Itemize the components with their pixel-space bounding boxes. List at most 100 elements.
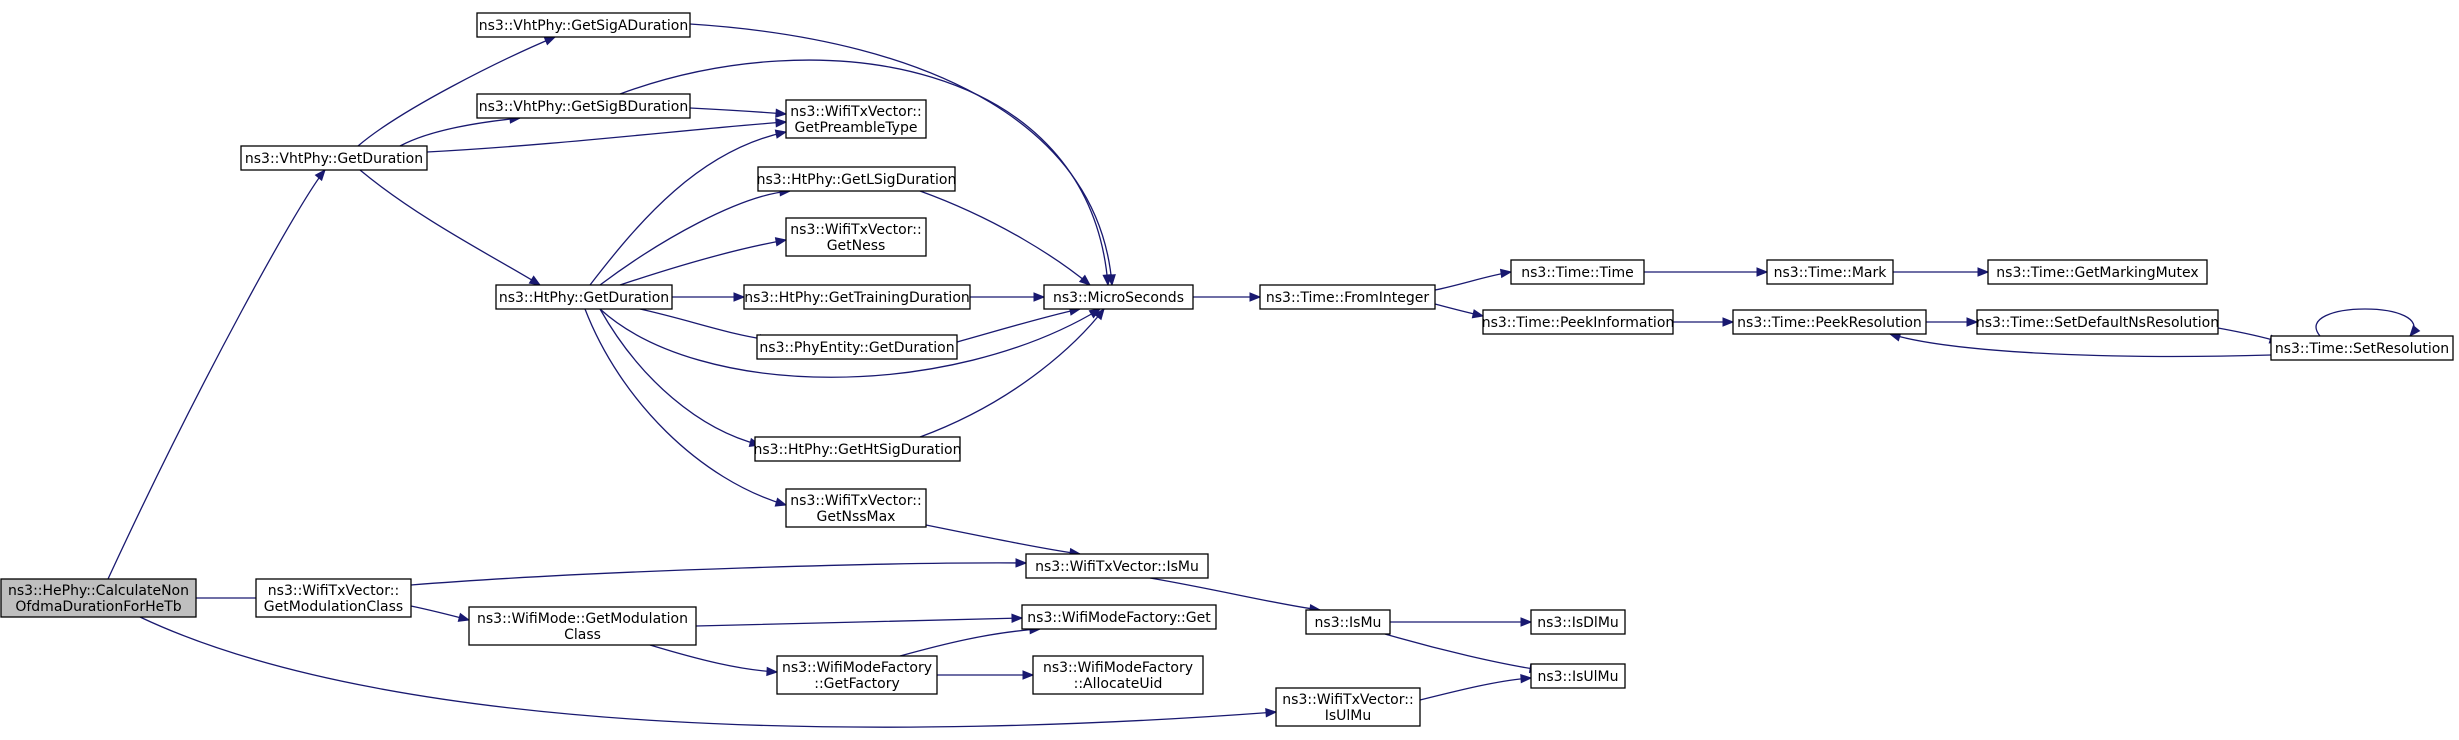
node-getModClass[interactable]: ns3::WifiTxVector::GetModulationClass xyxy=(255,578,412,618)
node-box[interactable] xyxy=(1032,655,1204,695)
node-time[interactable]: ns3::Time::Time xyxy=(1510,259,1645,285)
node-box[interactable] xyxy=(757,166,956,192)
node-isMuVec[interactable]: ns3::WifiTxVector::IsMu xyxy=(1025,553,1209,579)
node-label: ns3::Time::Mark xyxy=(1774,265,1888,281)
edge-lsig-to-micro xyxy=(919,190,1092,286)
node-fromInt[interactable]: ns3::Time::FromInteger xyxy=(1259,284,1436,310)
node-box[interactable] xyxy=(776,655,938,695)
node-micro[interactable]: ns3::MicroSeconds xyxy=(1043,284,1194,310)
node-box[interactable] xyxy=(785,217,927,257)
edge-line xyxy=(599,190,791,286)
node-box[interactable] xyxy=(1530,609,1626,635)
arrow-head-icon xyxy=(1033,292,1046,302)
edge-line xyxy=(357,36,556,147)
arrow-head-icon xyxy=(1756,267,1769,277)
node-label: ns3::WifiTxVector:: xyxy=(790,222,921,238)
edge-setRes-to-peekRes xyxy=(1888,332,2272,358)
node-label: ns3::WifiMode::GetModulation xyxy=(477,611,688,627)
node-preamble[interactable]: ns3::WifiTxVector::GetPreambleType xyxy=(785,99,927,139)
node-markMutex[interactable]: ns3::Time::GetMarkingMutex xyxy=(1987,259,2208,285)
node-box[interactable] xyxy=(476,93,691,119)
node-htGetDuration[interactable]: ns3::HtPhy::GetDuration xyxy=(495,284,673,310)
arrow-head-icon xyxy=(2409,324,2421,338)
node-calc[interactable]: ns3::HePhy::CalculateNonOfdmaDurationFor… xyxy=(0,578,197,618)
node-peekInfo[interactable]: ns3::Time::PeekInformation xyxy=(1482,309,1675,335)
node-label: ns3::IsMu xyxy=(1315,615,1382,631)
node-box[interactable] xyxy=(0,578,197,618)
node-getFactory[interactable]: ns3::WifiModeFactory::GetFactory xyxy=(776,655,938,695)
node-label: ns3::WifiModeFactory::Get xyxy=(1027,610,1211,626)
node-box[interactable] xyxy=(255,578,412,618)
node-box[interactable] xyxy=(1025,553,1209,579)
edge-fromInt-to-time xyxy=(1434,268,1513,291)
arrow-head-icon xyxy=(1499,268,1513,279)
node-box[interactable] xyxy=(1987,259,2208,285)
node-label: Class xyxy=(564,627,601,643)
node-box[interactable] xyxy=(1021,604,1217,630)
arrow-head-icon xyxy=(1722,317,1735,327)
node-ness[interactable]: ns3::WifiTxVector::GetNess xyxy=(785,217,927,257)
node-vhtGetDuration[interactable]: ns3::VhtPhy::GetDuration xyxy=(240,145,428,171)
node-box[interactable] xyxy=(754,436,961,462)
node-label: ns3::MicroSeconds xyxy=(1053,290,1184,306)
node-sigB[interactable]: ns3::VhtPhy::GetSigBDuration xyxy=(476,93,691,119)
node-box[interactable] xyxy=(2270,335,2454,361)
node-box[interactable] xyxy=(756,334,958,360)
node-training[interactable]: ns3::HtPhy::GetTrainingDuration xyxy=(743,284,971,310)
node-label: ns3::Time::PeekResolution xyxy=(1737,315,1922,331)
node-box[interactable] xyxy=(495,284,673,310)
call-graph-nodes: ns3::HePhy::CalculateNonOfdmaDurationFor… xyxy=(0,12,2454,727)
node-label: ns3::WifiModeFactory xyxy=(1043,660,1193,676)
node-box[interactable] xyxy=(743,284,971,310)
edge-training-to-micro xyxy=(970,292,1046,302)
node-setRes[interactable]: ns3::Time::SetResolution xyxy=(2270,335,2454,361)
node-peekRes[interactable]: ns3::Time::PeekResolution xyxy=(1732,309,1927,335)
edge-htGetDuration-to-ness xyxy=(619,237,788,286)
edge-line xyxy=(689,107,787,115)
node-isDlMu[interactable]: ns3::IsDlMu xyxy=(1530,609,1626,635)
node-phyEntity[interactable]: ns3::PhyEntity::GetDuration xyxy=(756,334,958,360)
node-box[interactable] xyxy=(785,488,927,528)
node-box[interactable] xyxy=(1732,309,1927,335)
node-box[interactable] xyxy=(1043,284,1194,310)
node-box[interactable] xyxy=(240,145,428,171)
edge-htGetDuration-to-lsig xyxy=(599,187,792,286)
node-isMu[interactable]: ns3::IsMu xyxy=(1305,609,1391,635)
node-setDefRes[interactable]: ns3::Time::SetDefaultNsResolution xyxy=(1976,309,2219,335)
node-isUlMuVec[interactable]: ns3::WifiTxVector::IsUlMu xyxy=(1275,687,1421,727)
node-htsig[interactable]: ns3::HtPhy::GetHtSigDuration xyxy=(754,436,962,462)
node-box[interactable] xyxy=(1275,687,1421,727)
node-isUlMu[interactable]: ns3::IsUlMu xyxy=(1530,663,1626,689)
edge-line xyxy=(925,524,1081,555)
node-box[interactable] xyxy=(785,99,927,139)
arrow-head-icon xyxy=(1520,673,1533,684)
node-label: ns3::VhtPhy::GetSigBDuration xyxy=(479,99,689,115)
node-box[interactable] xyxy=(1530,663,1626,689)
node-label: ns3::VhtPhy::GetSigADuration xyxy=(479,18,688,34)
arrow-head-icon xyxy=(528,275,542,286)
node-box[interactable] xyxy=(1976,309,2219,335)
node-box[interactable] xyxy=(1766,259,1894,285)
node-box[interactable] xyxy=(1510,259,1645,285)
node-nssMax[interactable]: ns3::WifiTxVector::GetNssMax xyxy=(785,488,927,528)
node-label: ns3::Time::SetDefaultNsResolution xyxy=(1976,315,2219,331)
node-box[interactable] xyxy=(468,606,697,646)
arrow-head-icon xyxy=(1102,274,1112,287)
node-mark[interactable]: ns3::Time::Mark xyxy=(1766,259,1894,285)
node-box[interactable] xyxy=(1259,284,1436,310)
node-box[interactable] xyxy=(476,12,691,38)
node-label: GetModulationClass xyxy=(264,599,403,615)
node-box[interactable] xyxy=(1305,609,1391,635)
arrow-head-icon xyxy=(774,497,788,507)
node-allocUid[interactable]: ns3::WifiModeFactory::AllocateUid xyxy=(1032,655,1204,695)
node-wmfGet[interactable]: ns3::WifiModeFactory::Get xyxy=(1021,604,1217,630)
node-label: ns3::PhyEntity::GetDuration xyxy=(759,340,954,356)
node-wmGetModClass[interactable]: ns3::WifiMode::GetModulationClass xyxy=(468,606,697,646)
edge-line xyxy=(426,121,787,153)
node-box[interactable] xyxy=(1482,309,1674,335)
edge-nssMax-to-isMuVec xyxy=(925,524,1082,558)
node-sigA[interactable]: ns3::VhtPhy::GetSigADuration xyxy=(476,12,691,38)
arrow-head-icon xyxy=(1015,558,1028,568)
node-lsig[interactable]: ns3::HtPhy::GetLSigDuration xyxy=(757,166,957,192)
